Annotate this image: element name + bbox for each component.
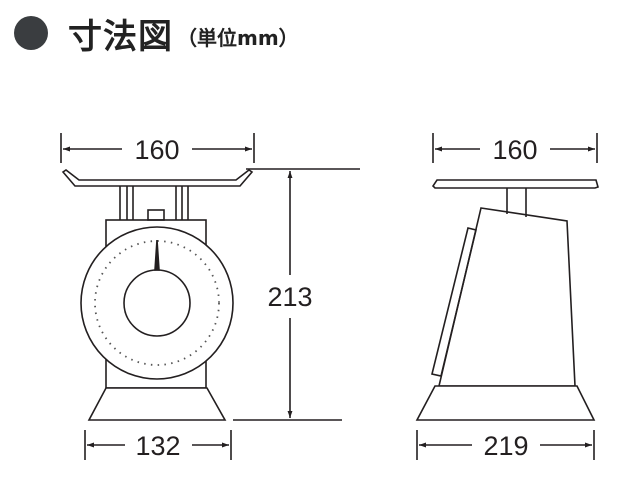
dial-center [123,269,191,337]
side-view [415,133,599,460]
needle-icon [154,239,160,271]
dial-ticks [94,240,220,366]
page-title: 寸法図 [68,16,173,57]
scale-base [87,387,227,421]
weighing-tray [61,169,254,187]
unit-note: （単位mm） [177,25,299,50]
section-header: 寸法図 （単位mm） [14,8,299,58]
height-label: 213 [267,282,312,312]
side-depth-label: 219 [483,431,528,461]
post-cap [147,209,165,221]
side-width-label: 160 [492,135,537,165]
weighing-tray [431,179,599,189]
front-width-label: 160 [134,135,179,165]
dial-side-profile [431,227,477,377]
bullet-icon [14,16,48,50]
front-base-width-label: 132 [135,431,180,461]
front-view [60,133,360,460]
scale-base [415,385,596,421]
